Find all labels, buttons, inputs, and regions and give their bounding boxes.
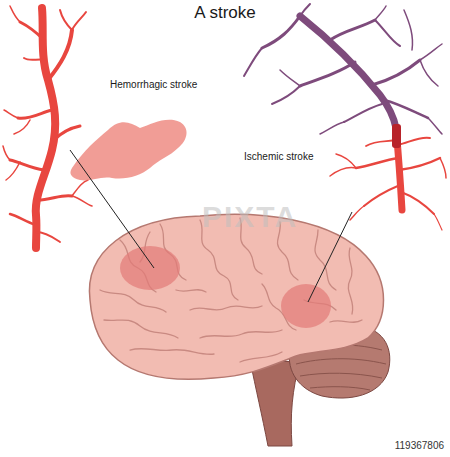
artery-tree [72,12,86,30]
artery-tree [364,185,400,206]
artery-tree [434,214,442,230]
hemorrhage-blob [70,120,186,181]
artery-tree [3,6,92,248]
vein-tree [372,60,420,85]
artery-tree [54,126,80,140]
artery-tree [60,10,72,30]
artery-tree [398,138,430,145]
cerebellum-folds [300,373,382,378]
vein-tree [428,118,442,134]
cerebellum-folds [296,359,386,364]
vein-tree [244,48,262,76]
artery-tree [330,167,356,176]
artery-tree [48,30,72,80]
vein-tree [262,16,300,48]
cerebellum-folds [310,387,370,390]
brain-gyri [104,320,178,338]
brain-gyri [130,349,214,355]
vein-tree [375,6,386,20]
vein-tree [280,70,300,86]
brain-gyri [100,218,362,362]
lesion [281,284,331,328]
region-label: Ischemic stroke [244,151,313,162]
vein-tree [244,4,442,134]
brain-gyri [190,306,262,310]
leader-line [308,212,352,302]
vein-tree [344,104,382,122]
vein-tree [300,62,355,86]
brain [89,214,389,446]
artery-tree [10,214,36,225]
artery-tree [399,158,440,170]
artery-tree [20,22,44,40]
brain-gyri [348,248,353,314]
vein-tree [384,100,428,118]
leader-line [70,150,154,268]
artery-tree [38,196,72,200]
artery-tree [336,154,356,168]
artery-tree [6,162,20,180]
vein-tree [300,4,310,16]
vein-tree [420,44,442,60]
artery-tree [356,158,398,168]
brain-gyri [240,352,282,362]
artery-tree [10,160,44,170]
vein-tree [300,16,396,128]
brain-gyri [330,320,362,322]
vein-tree [375,20,400,46]
artery-tree [36,8,55,248]
vein-tree [272,86,300,104]
artery-tree [350,206,364,220]
watermark: PIXTA [202,200,298,234]
artery-tree [36,232,60,242]
lesion [120,246,180,290]
artery-tree [18,110,52,118]
image-id: 119367806 [395,440,444,451]
vein-tree [330,20,375,40]
artery-tree [3,146,10,160]
vein-tree [420,60,438,86]
blood-clot [392,124,401,148]
artery-tree [72,180,88,196]
artery-tree [72,196,92,206]
diagram-title: A stroke [194,3,255,23]
artery-tree [330,128,446,230]
vein-tree [320,122,344,134]
artery-tree [10,6,20,22]
artery-tree [401,192,434,214]
artery-tree [24,58,46,60]
brain-gyri [200,330,282,338]
region-label: Hemorrhagic stroke [110,79,197,90]
brain-gyri [100,290,166,312]
artery-tree [4,110,18,118]
brain-gyri [176,290,206,292]
artery-tree [14,120,30,134]
vein-tree [404,10,413,50]
artery-tree [440,158,446,178]
